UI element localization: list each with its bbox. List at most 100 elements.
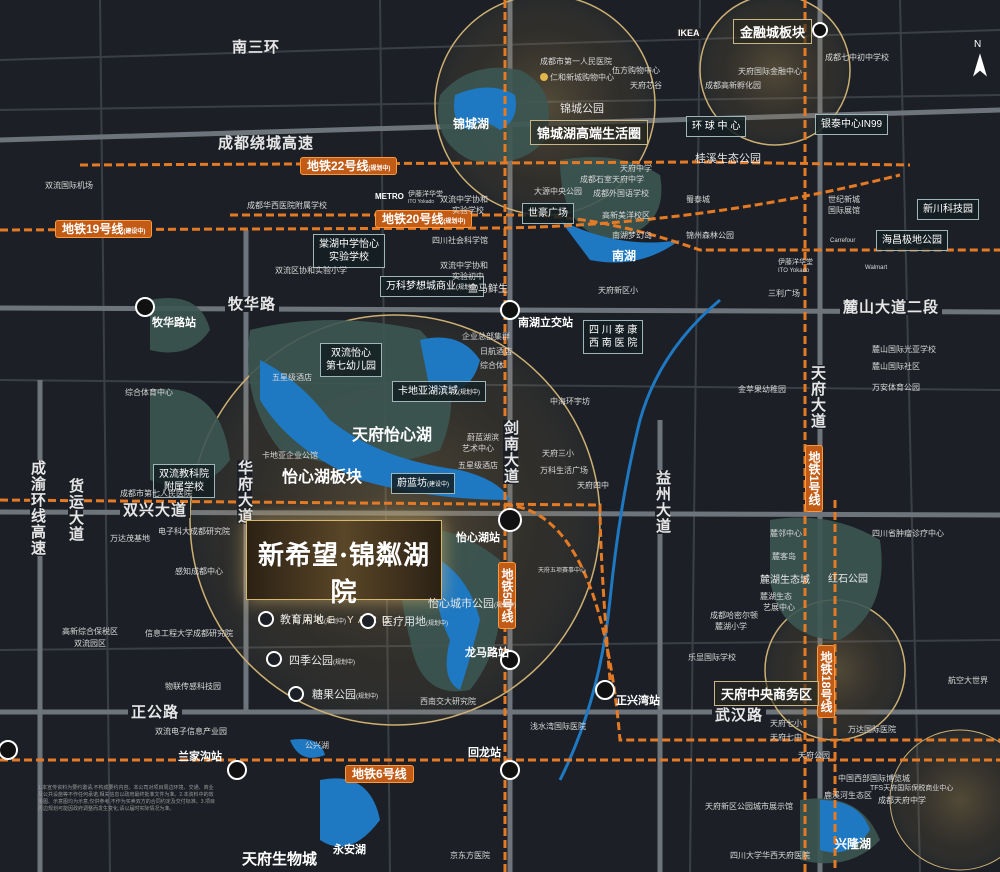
box-shuangliu[interactable]: 双流怡心第七幼儿园 — [320, 343, 382, 377]
poi[interactable]: 万安体育公园 — [872, 383, 920, 392]
poi[interactable]: 成都天府中学 — [878, 796, 926, 805]
poi[interactable]: 高新美洋校区 — [602, 211, 650, 220]
station-yixinhu[interactable]: 怡心湖站 — [456, 532, 500, 544]
poi[interactable]: 中国西部国际博览城 — [838, 774, 910, 783]
poi[interactable]: 成都市第一人民医院 — [540, 57, 612, 66]
poi[interactable]: 四川社会科学馆 — [432, 236, 488, 245]
poi[interactable]: 锦城公园 — [560, 103, 604, 115]
box-yintai[interactable]: 银泰中心IN99 — [815, 114, 889, 135]
poi[interactable]: 麓客岛 — [772, 552, 796, 561]
poi[interactable]: 天府新区公园城市展示馆 — [705, 802, 793, 811]
poi[interactable]: 蔚蓝湖滨 — [467, 433, 499, 442]
poi[interactable]: 综合体 — [480, 361, 504, 370]
poi[interactable]: 万达国际医院 — [848, 725, 896, 734]
poi[interactable]: 日航酒店 — [480, 347, 512, 356]
poi[interactable]: 天府国际金融中心 — [738, 67, 802, 76]
box-shihao[interactable]: 世豪广场 — [522, 203, 574, 224]
poi[interactable]: 成都市第七人民医院 — [120, 489, 192, 498]
poi[interactable]: 金苹果幼稚园 — [738, 385, 786, 394]
poi[interactable]: TFS天府国际保税商业中心 — [870, 785, 954, 792]
box-kadi[interactable]: 卡地亚湖滨城(规划中) — [392, 381, 486, 402]
station-huilong[interactable]: 回龙站 — [468, 747, 501, 759]
poi[interactable]: 电子科大成都研究院 — [158, 527, 230, 536]
poi[interactable]: 天府芯谷 — [630, 81, 662, 90]
box-xinchuan[interactable]: 新川科技园 — [917, 199, 979, 220]
poi[interactable]: 五星级酒店 — [458, 461, 498, 470]
poi[interactable]: 红石公园 — [828, 574, 868, 585]
poi[interactable]: 锦州森林公园 — [686, 231, 734, 240]
station-muhua[interactable]: 牧华路站 — [152, 317, 196, 329]
box-jiaoke[interactable]: 双流教科院附属学校 — [153, 464, 215, 498]
poi[interactable]: 四川省肿瘤诊疗中心 — [872, 529, 944, 538]
poi[interactable]: 天府四中 — [577, 481, 609, 490]
station-lanjiagou[interactable]: 兰家沟站 — [178, 751, 222, 763]
poi[interactable]: 五星级酒店 — [272, 373, 312, 382]
poi[interactable]: 卡地亚企业公馆 — [262, 451, 318, 460]
poi[interactable]: 艺展中心 — [763, 603, 795, 612]
box-sichuan[interactable]: 四 川 泰 康西 南 医 院 — [583, 320, 644, 354]
poi[interactable]: 双流中学协和 — [440, 261, 488, 270]
poi[interactable]: 成都石室天府中学 — [580, 175, 644, 184]
poi[interactable]: 成都外国语学校 — [593, 189, 649, 198]
box-tanghu[interactable]: 棠湖中学怡心实验学校 — [313, 234, 385, 268]
poi[interactable]: 京东方医院 — [450, 851, 490, 860]
poi[interactable]: 世纪新城 — [828, 195, 860, 204]
poi[interactable]: 仁和新城购物中心 — [540, 73, 614, 82]
poi[interactable]: 天府公园 — [798, 751, 830, 760]
poi[interactable]: 国际展馆 — [828, 206, 860, 215]
poi[interactable]: 天府三小 — [542, 449, 574, 458]
poi[interactable]: 万科生活广场 — [540, 466, 588, 475]
poi[interactable]: 双流园区 — [74, 639, 106, 648]
poi[interactable]: 万达茂基地 — [110, 534, 150, 543]
poi[interactable]: 天府新区小 — [598, 286, 638, 295]
poi[interactable]: 麓湖生态城 — [760, 575, 810, 586]
poi[interactable]: 南湖梦幻岛 — [612, 231, 652, 240]
poi[interactable]: 桂溪生态公园 — [695, 153, 761, 165]
box-wanke[interactable]: 万科梦想城商业(规划中) — [380, 276, 484, 297]
poi[interactable]: 双流区协和实验小学 — [275, 266, 347, 275]
poi[interactable]: 乐显国际学校 — [688, 653, 736, 662]
poi[interactable]: 大源中央公园 — [534, 187, 582, 196]
poi[interactable]: 双流国际机场 — [45, 181, 93, 190]
box-haichang[interactable]: 海昌极地公园 — [876, 230, 948, 251]
poi[interactable]: 盒马鲜生 — [468, 284, 508, 295]
poi[interactable]: 信息工程大学成都研究院 — [145, 629, 233, 638]
poi[interactable]: 三利广场 — [768, 289, 800, 298]
poi[interactable]: 西南交大研究院 — [420, 697, 476, 706]
poi[interactable]: 感知成都中心 — [175, 567, 223, 576]
poi[interactable]: 高新综合保税区 — [62, 627, 118, 636]
poi[interactable]: 麓湖小学 — [715, 622, 747, 631]
poi[interactable]: 成都七中初中学校 — [825, 53, 889, 62]
poi[interactable]: 麓山国际光亚学校 — [872, 345, 936, 354]
poi[interactable]: 天府七小 — [770, 719, 802, 728]
poi[interactable]: 成都高新孵化园 — [705, 81, 761, 90]
poi[interactable]: 艺术中心 — [462, 444, 494, 453]
poi[interactable]: 成都哈密尔顿 — [710, 611, 758, 620]
poi[interactable]: 浅水湾国际医院 — [530, 722, 586, 731]
project-logo[interactable]: 新希望·锦粼湖院 LAKE YARD — [246, 520, 442, 626]
poi[interactable]: 麓山国际社区 — [872, 362, 920, 371]
poi[interactable]: 综合体育中心 — [125, 388, 173, 397]
box-weilanfang[interactable]: 蔚蓝坊(建设中) — [391, 473, 455, 494]
poi[interactable]: 伍方购物中心 — [612, 66, 660, 75]
poi[interactable]: 鹿溪河生态区 — [824, 791, 872, 800]
poi[interactable]: 航空大世界 — [948, 676, 988, 685]
box-huanqiu[interactable]: 环 球 中 心 — [686, 116, 747, 137]
station-zhengxingwan[interactable]: 正兴湾站 — [616, 695, 660, 707]
poi[interactable]: 天府五项赛事中心 — [538, 568, 587, 574]
poi[interactable]: 天府七中 — [770, 733, 802, 742]
poi[interactable]: 实验学校 — [452, 206, 484, 215]
poi[interactable]: 物联传感科技园 — [165, 682, 221, 691]
poi[interactable]: 四川大学华西天府医院 — [730, 851, 810, 860]
poi[interactable]: 实验初中 — [452, 272, 484, 281]
station-longma[interactable]: 龙马路站 — [465, 647, 509, 659]
station-nanhulijiao[interactable]: 南湖立交站 — [518, 317, 573, 329]
poi[interactable]: 中海环宇坊 — [550, 397, 590, 406]
poi[interactable]: 成都华西医院附属学校 — [247, 201, 327, 210]
poi-shengwucheng[interactable]: 天府生物城 — [242, 851, 318, 868]
poi[interactable]: 麓湖生态 — [760, 592, 792, 601]
poi[interactable]: 企业总部集群 — [462, 332, 510, 341]
poi[interactable]: 双流电子信息产业园 — [155, 727, 227, 736]
poi[interactable]: 麓邻中心 — [770, 529, 802, 538]
